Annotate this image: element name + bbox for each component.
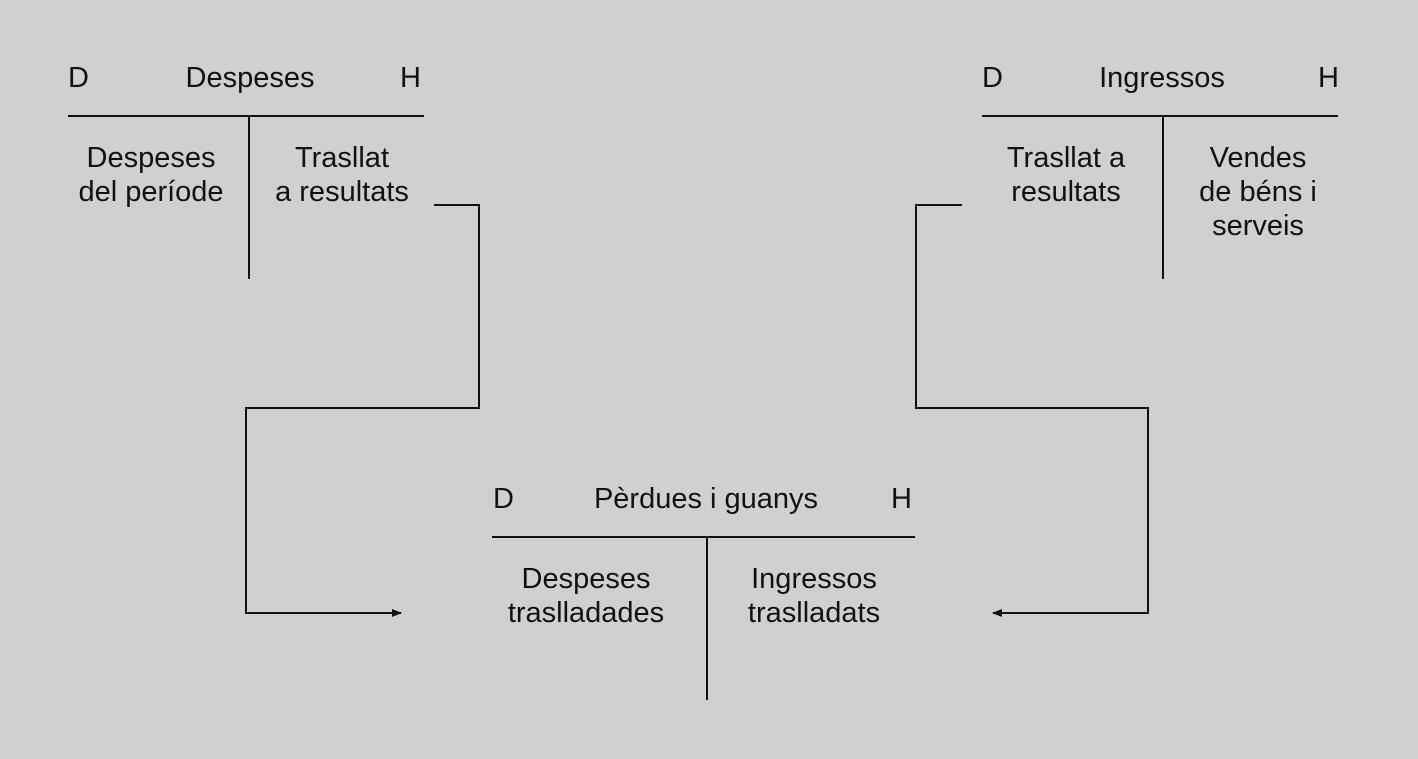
income-debit-marker: D — [982, 62, 1003, 94]
profit-loss-debit-marker: D — [493, 483, 514, 515]
expenses-credit-entry: Trasllat a resultats — [258, 141, 426, 209]
income-credit-marker: H — [1318, 62, 1339, 94]
profit-loss-account-title: Pèrdues i guanys — [593, 483, 819, 515]
profit-loss-debit-entry-line: traslladades — [507, 597, 665, 629]
expenses-account-title: Despeses — [185, 62, 315, 94]
profit-loss-credit-entry: Ingressos traslladats — [722, 562, 906, 630]
expenses-credit-entry-line: a resultats — [275, 176, 409, 208]
income-debit-entry-line: resultats — [1011, 176, 1121, 208]
expenses-credit-marker: H — [400, 62, 421, 94]
income-account-title: Ingressos — [1099, 62, 1225, 94]
profit-loss-debit-entry: Despeses traslladades — [488, 562, 684, 630]
expenses-debit-entry-line: Despeses — [86, 142, 216, 174]
income-credit-entry-line: serveis — [1212, 210, 1304, 242]
expenses-debit-marker: D — [68, 62, 89, 94]
profit-loss-credit-marker: H — [891, 483, 912, 515]
income-transfer-arrow — [915, 204, 1149, 617]
profit-loss-credit-entry-line: Ingressos — [751, 563, 877, 595]
income-debit-entry-line: Trasllat a — [1006, 142, 1126, 174]
income-credit-entry-line: Vendes — [1209, 142, 1307, 174]
expenses-credit-entry-line: Trasllat — [295, 142, 389, 174]
profit-loss-debit-entry-line: Despeses — [521, 563, 651, 595]
income-credit-entry: Vendes de béns i serveis — [1176, 141, 1340, 243]
profit-loss-credit-entry-line: traslladats — [747, 597, 881, 629]
income-credit-entry-line: de béns i — [1199, 176, 1317, 208]
expenses-debit-entry: Despeses del període — [60, 141, 242, 209]
income-debit-entry: Trasllat a resultats — [982, 141, 1150, 209]
expenses-debit-entry-line: del període — [78, 176, 224, 208]
expenses-transfer-arrow — [245, 204, 480, 617]
